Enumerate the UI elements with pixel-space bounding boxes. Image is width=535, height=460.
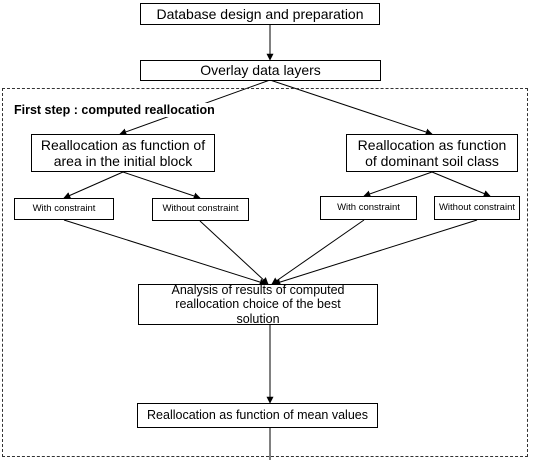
reallocation-soil-box: Reallocation as function of dominant soi… <box>346 134 518 172</box>
mean-values-box: Reallocation as function of mean values <box>137 403 378 428</box>
arrow-overlay-to-soil <box>269 79 433 136</box>
database-design-label: Database design and preparation <box>156 5 364 22</box>
without-constraint-left-label: Without constraint <box>162 203 239 215</box>
arrow-soil-to-without <box>431 171 491 197</box>
with-constraint-left-label: With constraint <box>32 202 96 214</box>
overlay-data-layers-box: Overlay data layers <box>140 60 381 81</box>
arrow-soil-to-with <box>363 171 433 198</box>
first-step-title: First step : computed reallocation <box>14 103 215 117</box>
arrow-area-to-without <box>122 171 201 200</box>
mean-values-label: Reallocation as function of mean values <box>147 408 368 423</box>
database-design-box: Database design and preparation <box>140 3 380 25</box>
without-constraint-right-box: Without constraint <box>434 196 520 220</box>
arrow-with-right-to-analysis <box>271 219 365 285</box>
arrow-area-to-with <box>63 171 124 199</box>
without-constraint-right-label: Without constraint <box>438 201 516 213</box>
reallocation-soil-label: Reallocation as function of dominant soi… <box>357 136 507 169</box>
overlay-data-layers-label: Overlay data layers <box>200 62 321 79</box>
with-constraint-right-label: With constraint <box>337 201 400 213</box>
with-constraint-left-box: With constraint <box>14 198 114 220</box>
without-constraint-left-box: Without constraint <box>152 198 249 221</box>
reallocation-area-box: Reallocation as function of area in the … <box>31 134 215 172</box>
analysis-label: Analysis of results of computed realloca… <box>171 282 345 326</box>
analysis-box: Analysis of results of computed realloca… <box>138 282 378 326</box>
reallocation-area-label: Reallocation as function of area in the … <box>40 136 206 169</box>
with-constraint-right-box: With constraint <box>320 196 417 220</box>
first-step-frame <box>2 88 528 457</box>
arrow-without-left-to-analysis <box>199 220 269 285</box>
arrow-without-right-to-analysis <box>273 219 478 286</box>
arrow-with-left-to-analysis <box>63 219 267 286</box>
